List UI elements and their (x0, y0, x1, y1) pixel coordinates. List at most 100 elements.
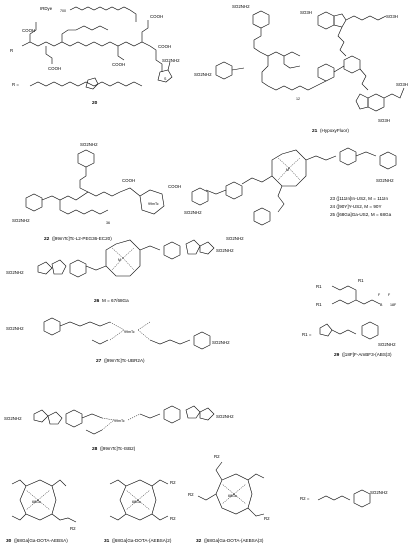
compound-28-name: ([99mTc]Tc-ISB2) (100, 446, 136, 451)
benzene-28-left (65, 409, 83, 428)
arm-32-top (215, 461, 223, 481)
arm-23-left (241, 175, 273, 185)
compound-20: IRDye 700 COOH COOH COOH COOH COOH R S S… (10, 6, 180, 106)
arm-28-right (139, 413, 161, 419)
so2nh2-29: SO2NH2 (378, 342, 396, 347)
so2nh2-22-left: SO2NH2 (12, 218, 30, 223)
core-29 (331, 285, 357, 305)
r1-29-top-left: R1 (316, 284, 322, 289)
acetate-30-tl (11, 479, 27, 487)
urea-23-right (355, 151, 377, 157)
ga-label-31: 68Ga (132, 500, 141, 504)
so2nh2-r2: SO2NH2 (370, 490, 388, 495)
so2nh2-28-left: SO2NH2 (4, 416, 22, 421)
fluorine-29b: F (388, 293, 391, 297)
amide-arm-30 (51, 513, 77, 523)
compound-29: R1 R1 R1 B F F 18F R1 = SO2NH2 29 ([18F]… (302, 278, 397, 358)
compound-29-name: ([18F]F-AmBF3-(ABS)3) (342, 352, 392, 357)
boron-29: B (380, 303, 383, 307)
fluorine-29a: F (378, 293, 381, 297)
so3h-21-bottom: SO3H (378, 118, 390, 123)
repeat-12: 12 (296, 97, 300, 101)
arm-31-tr (151, 479, 169, 487)
ga-label-30: 68Ga (32, 500, 41, 504)
cooh-2: COOH (150, 14, 163, 19)
compound-31-name: ([68Ga]Ga-DOTA-(AEBSA)2) (112, 538, 172, 543)
so2nh2-21-top: SO2NH2 (232, 4, 250, 9)
so2nh2-26-right: SO2NH2 (216, 248, 234, 253)
urea-chain-27-left (59, 321, 111, 327)
r2-31-top: R2 (170, 480, 176, 485)
dota-ring-23 (271, 149, 307, 187)
metal-label-26: M (118, 258, 121, 262)
benzene-22-top (77, 149, 95, 168)
compound-30-name: ([68Ga]Ga-DOTA-AEBSA) (14, 538, 68, 543)
side-chain-6 (149, 45, 163, 72)
cooh-1: COOH (22, 28, 35, 33)
arm-23-right (305, 155, 337, 161)
imidazothiadiazole-26-right (185, 239, 201, 255)
side-chain-5 (141, 20, 149, 42)
benzene-28-right (163, 405, 181, 424)
benzene-23-far-right (379, 151, 397, 170)
repeat-36: 36 (106, 221, 110, 225)
peg-chain (69, 6, 137, 22)
cooh-4: COOH (48, 66, 61, 71)
arm-32-right (247, 507, 265, 517)
r-linker-20 (29, 81, 143, 87)
fluorine-18-29: 18F (390, 303, 397, 307)
polymethine-chain (337, 26, 347, 57)
benzene-23-far-left (191, 187, 209, 206)
so2nh2-23-bottom: SO2NH2 (226, 236, 244, 241)
compound-31-number: 31 (104, 538, 110, 544)
r2-definition: R2 = SO2NH2 (300, 489, 388, 508)
so2nh2-23-right: SO2NH2 (376, 178, 394, 183)
benzene-21-top (252, 10, 270, 29)
so2nh2-23-left: SO2NH2 (184, 210, 202, 215)
sulfonate-chain-bottom (383, 87, 405, 99)
so3h-21-right: SO3H (386, 14, 398, 19)
tc-label-28: 99mTc (114, 419, 125, 423)
compound-32-name: ([68Ga]Ga-DOTA-(AEBSA)3) (204, 538, 264, 543)
arm-23-bottom (277, 185, 285, 213)
acetate-30-bl (11, 513, 27, 521)
so2nh2-20: SO2NH2 (162, 58, 180, 63)
ga-label-32: 68Ga (228, 494, 237, 498)
compound-22-name: ([99mTc]Tc-L2-PEG36-EC20) (52, 236, 112, 241)
r2-31-bottom: R2 (170, 516, 176, 521)
compound-29-number: 29 (334, 352, 340, 358)
benzene-26-left (69, 259, 87, 278)
compound-32: 68Ga R2 R2 R2 32 ([68Ga]Ga-DOTA-(AEBSA)3… (188, 454, 270, 544)
side-chain-1 (29, 22, 37, 42)
tc-chelate-22 (139, 189, 165, 215)
compound-26-number: 26 (94, 298, 100, 304)
side-chain-3 (45, 46, 53, 64)
so2nh2-21-left: SO2NH2 (194, 72, 212, 77)
compound-30: 68Ga R2 30 ([68Ga]Ga-DOTA-AEBSA) (6, 479, 77, 544)
r2-30: R2 (70, 526, 76, 531)
imidazothiadiazole-26-left (51, 259, 67, 275)
compound-20-number: 20 (92, 100, 98, 106)
polymethine-chain-2 (359, 68, 369, 91)
acetate-31-tl (109, 479, 127, 487)
phenoxy-ring-21 (317, 63, 335, 82)
r1-linker-29 (331, 329, 357, 335)
r2-32-right: R2 (264, 516, 270, 521)
benzene-27-left (43, 317, 61, 336)
tc-label-27: 99mTc (124, 330, 135, 334)
compound-24-label: 24 ([90Y]Y-US2, M = 90Y (330, 204, 382, 209)
arm-26-right (139, 245, 161, 251)
dota-ring-26 (105, 239, 141, 277)
side-chain-2 (61, 25, 109, 42)
compound-21-name: (HypoxyFluor) (320, 128, 349, 133)
compound-27-number: 27 (96, 358, 102, 364)
compound-28: SO2NH2 99mTc SO2NH2 28 ([99mTc]Tc-ISB2) (4, 405, 234, 452)
cyclohexene-ring (343, 55, 361, 74)
arm-26-left (85, 265, 107, 271)
peg12-chain (267, 80, 327, 91)
linker-21-top (253, 28, 262, 53)
thiadiazole-ring (157, 69, 173, 83)
amine-backbone-21 (259, 51, 301, 57)
compound-21: SO2NH2 SO3H SO3H SO3H SO3H SO2NH2 12 21 (194, 4, 408, 134)
